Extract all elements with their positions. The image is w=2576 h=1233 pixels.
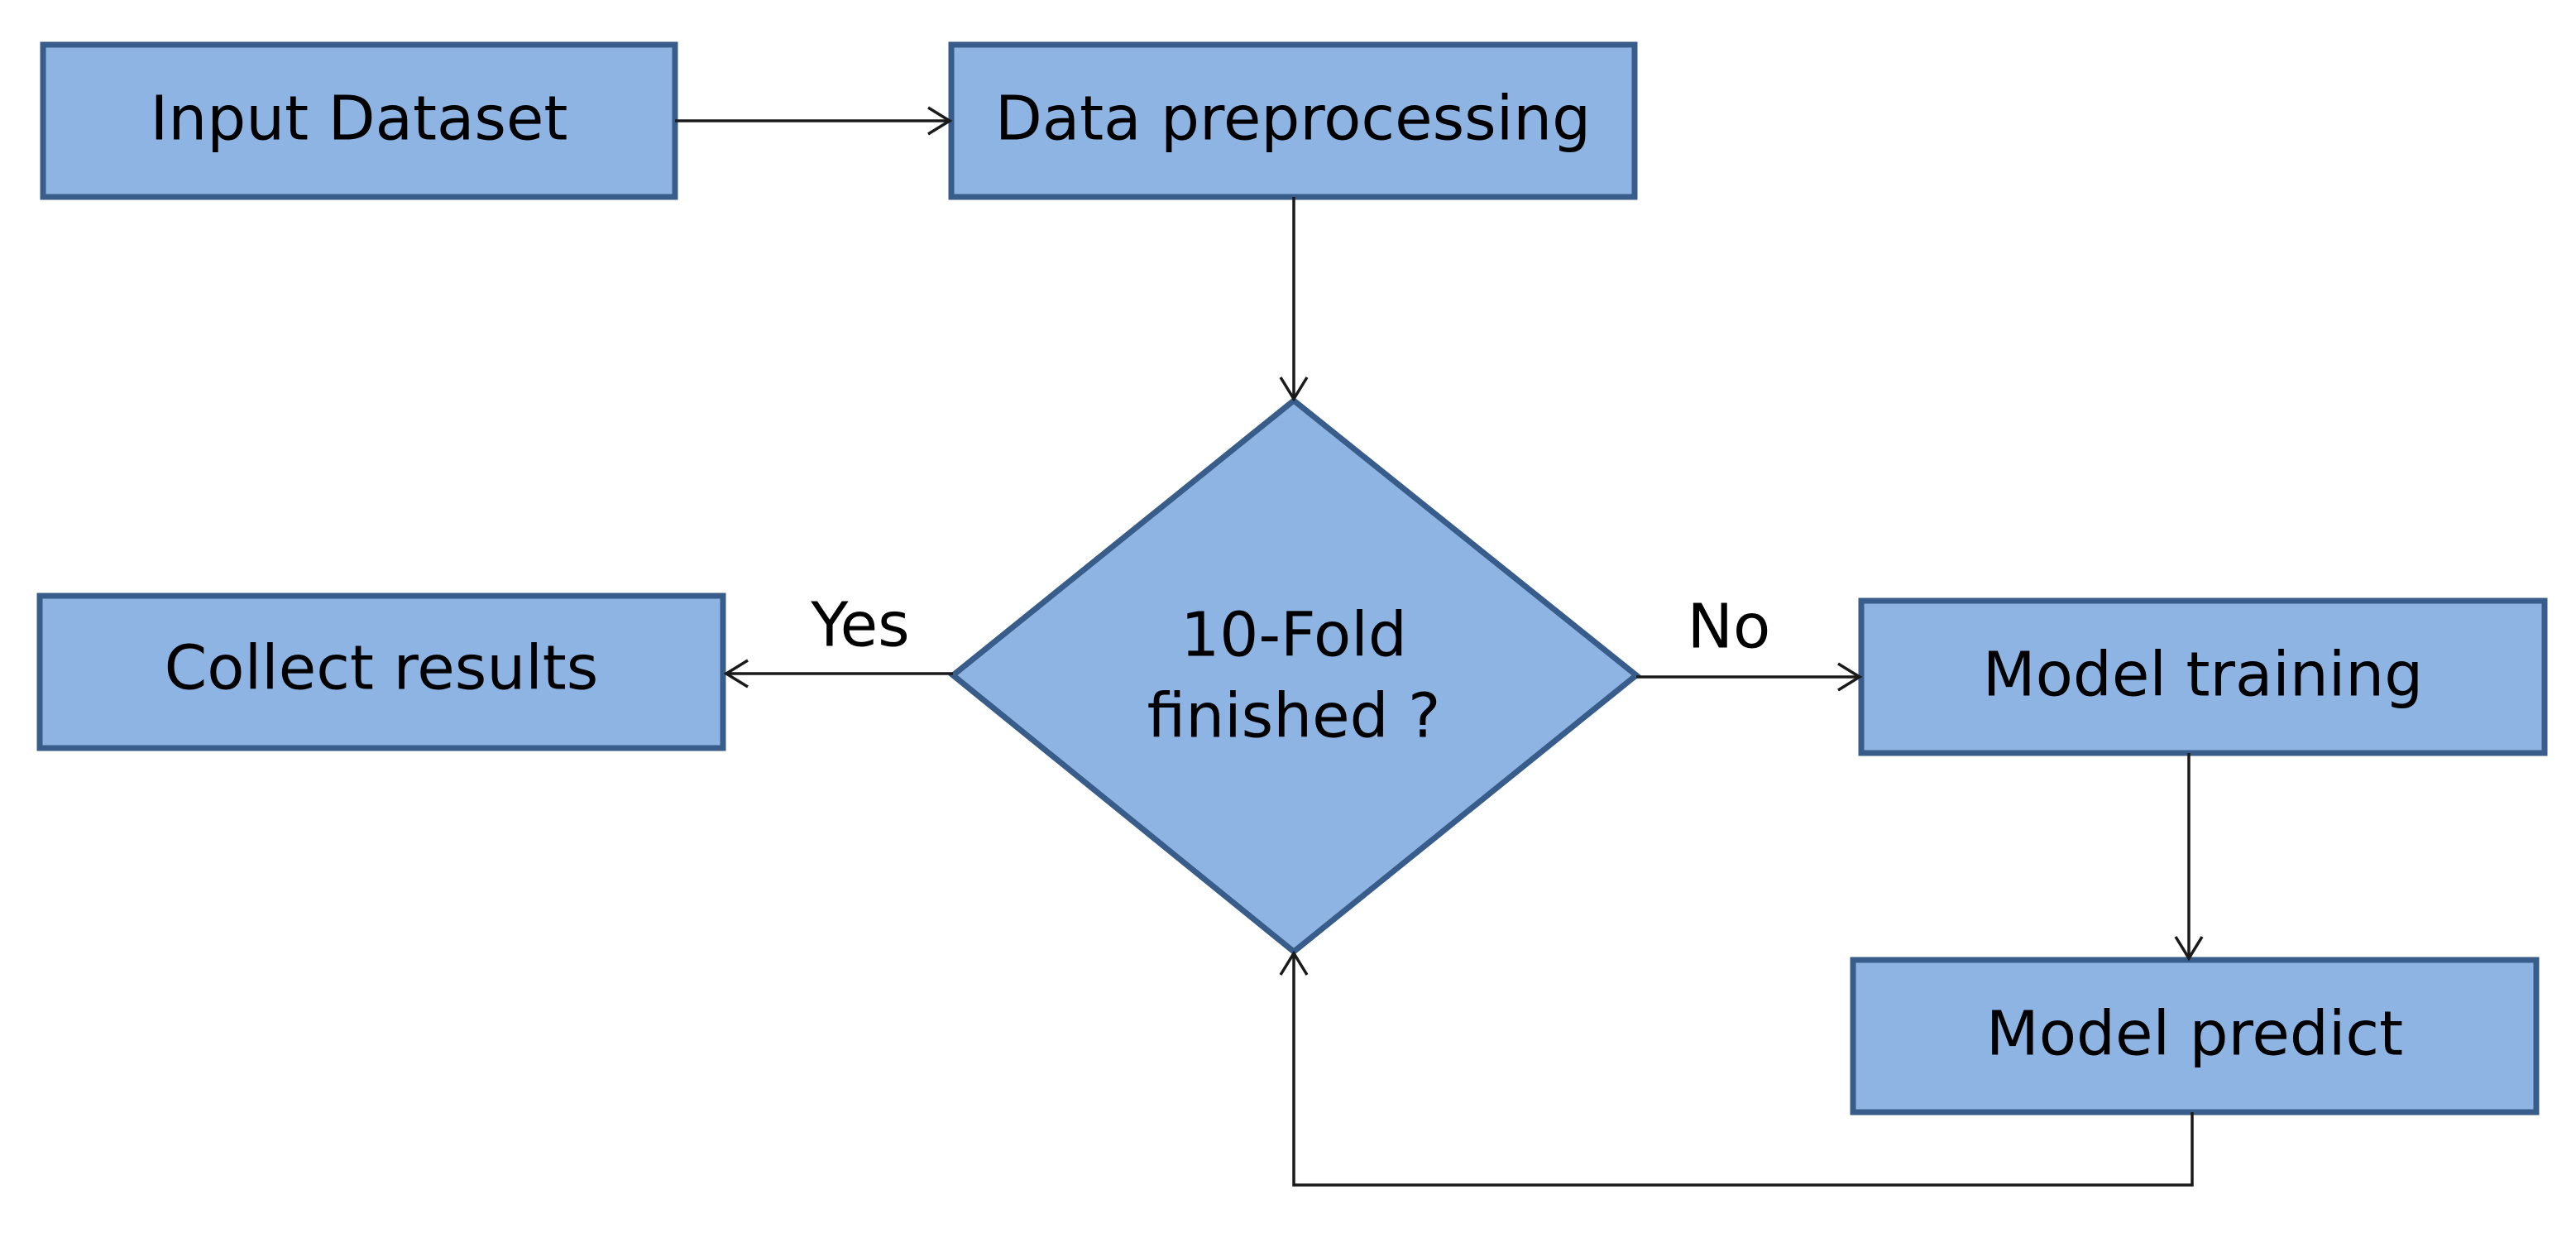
no-label: No bbox=[1688, 592, 1771, 663]
arrowhead-icon bbox=[927, 106, 953, 136]
node-model-predict: Model predict bbox=[1850, 957, 2540, 1115]
decision-label-line1: 10-Fold bbox=[1180, 600, 1407, 671]
node-model-training: Model training bbox=[1858, 597, 2548, 756]
model-training-label: Model training bbox=[1983, 640, 2423, 711]
edge-training-to-predict bbox=[2174, 753, 2204, 962]
edge-line bbox=[1292, 953, 2194, 1187]
model-predict-label: Model predict bbox=[1986, 999, 2403, 1070]
node-input-dataset: Input Dataset bbox=[40, 41, 678, 200]
data-preprocessing-box bbox=[948, 41, 1638, 200]
node-decision-10-fold: 10-Fold finished ? bbox=[948, 396, 1641, 956]
arrowhead-icon bbox=[2174, 936, 2204, 962]
edge-predict-to-decision bbox=[1279, 950, 2194, 1187]
edge-decision-to-training: No bbox=[1636, 592, 1863, 692]
decision-diamond bbox=[948, 396, 1641, 956]
arrowhead-icon bbox=[1837, 662, 1863, 692]
model-training-box bbox=[1858, 597, 2548, 756]
collect-results-box bbox=[36, 593, 726, 751]
collect-results-label: Collect results bbox=[165, 633, 599, 704]
arrowhead-icon bbox=[1279, 377, 1309, 402]
node-data-preprocessing: Data preprocessing bbox=[948, 41, 1638, 200]
model-predict-box bbox=[1850, 957, 2540, 1115]
node-collect-results: Collect results bbox=[36, 593, 726, 751]
yes-label: Yes bbox=[810, 590, 909, 661]
edge-input-to-preprocessing bbox=[675, 106, 953, 136]
arrowhead-icon bbox=[723, 659, 749, 688]
data-preprocessing-label: Data preprocessing bbox=[995, 84, 1591, 155]
edge-preprocessing-to-decision bbox=[1279, 197, 1309, 402]
input-dataset-box bbox=[40, 41, 678, 200]
edge-decision-to-collect: Yes bbox=[723, 590, 953, 688]
arrowhead-icon bbox=[1279, 950, 1309, 976]
input-dataset-label: Input Dataset bbox=[151, 84, 568, 155]
decision-label-line2: finished ? bbox=[1147, 681, 1441, 752]
